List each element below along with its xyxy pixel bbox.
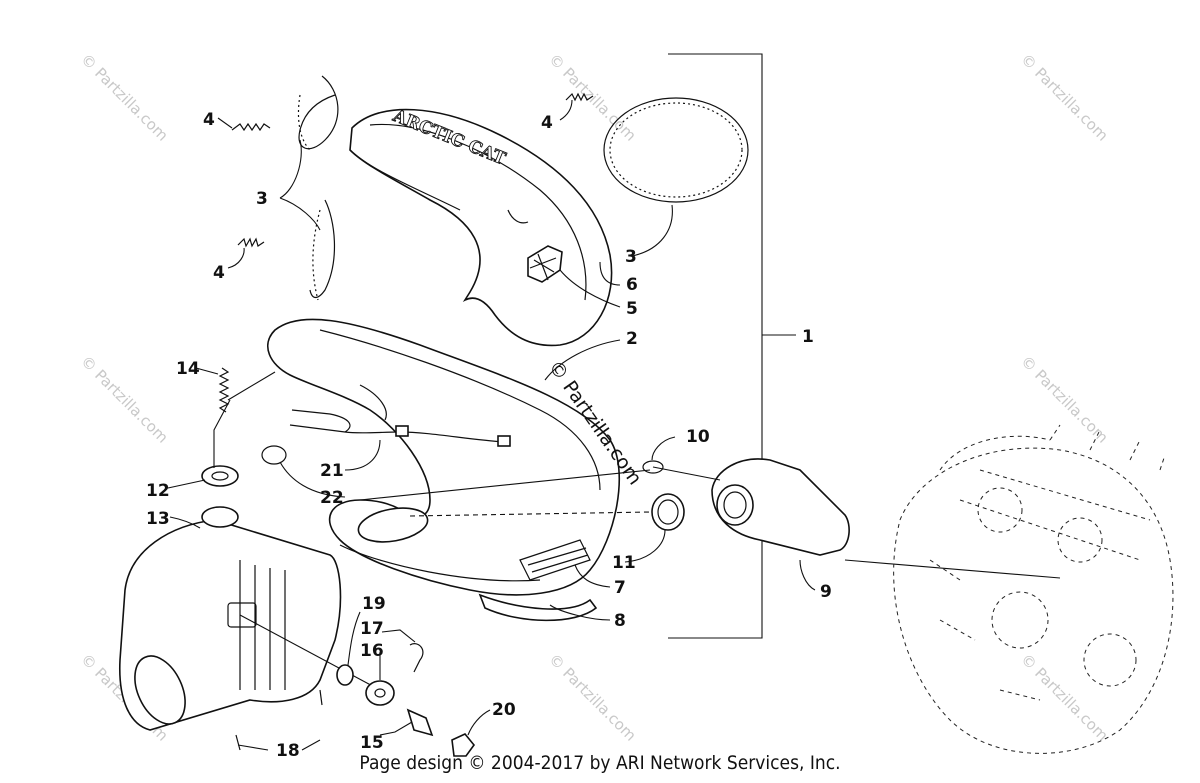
- lock-tab: [336, 664, 354, 686]
- grommet: [201, 465, 239, 487]
- nipple-fitting: [406, 708, 434, 737]
- callout-17: 17: [360, 619, 384, 639]
- spring: [565, 92, 594, 102]
- o-ring: [642, 460, 664, 474]
- callout-7: 7: [614, 578, 626, 598]
- callout-14: 14: [176, 359, 200, 379]
- callout-4-right: 4: [541, 113, 553, 133]
- leaders: [167, 99, 816, 751]
- spring: [218, 367, 230, 413]
- watermark: © Partzilla.com: [545, 650, 640, 745]
- mesh-guard: [519, 539, 591, 581]
- retaining-strap-ring: [603, 97, 749, 203]
- leader-line: [239, 614, 381, 691]
- decal-pattern: [529, 253, 557, 281]
- spring-clamp: [261, 445, 287, 465]
- sensor-wire: [291, 409, 351, 433]
- exhaust-manifold: [711, 458, 850, 556]
- callout-3-left: 3: [256, 189, 268, 209]
- alignment-line: [409, 511, 651, 517]
- callout-4-top: 4: [203, 110, 215, 130]
- rubber-washer: [365, 680, 395, 706]
- callout-6: 6: [626, 275, 638, 295]
- callout-22: 22: [320, 488, 344, 508]
- mesh-lines: [527, 547, 589, 573]
- strap-links: [297, 94, 311, 151]
- callout-11: 11: [612, 553, 636, 573]
- hex-nut: [451, 733, 476, 757]
- heat-shield: ARCTIC CAT: [349, 105, 613, 347]
- cotter-pin: [409, 643, 424, 673]
- callout-8: 8: [614, 611, 626, 631]
- sensor-plug: [395, 425, 409, 437]
- silencer: [119, 506, 342, 751]
- watermark: © Partzilla.com: [77, 352, 172, 447]
- alignment-line: [359, 466, 721, 501]
- spring: [231, 122, 271, 132]
- footer-copyright: Page design © 2004-2017 by ARI Network S…: [359, 752, 841, 774]
- alignment-line: [844, 559, 1061, 579]
- callout-20: 20: [492, 700, 516, 720]
- callout-21: 21: [320, 461, 344, 481]
- callout-12: 12: [146, 481, 170, 501]
- expansion-chamber: [266, 318, 621, 596]
- callout-4-lower: 4: [213, 263, 225, 283]
- exhaust-seal: [651, 493, 685, 531]
- callout-13: 13: [146, 509, 170, 529]
- callout-labels: 1 2 3 3 4 4 4 5 6 7 8 9 10 11 12 13 14 1…: [146, 110, 832, 761]
- callout-1: 1: [802, 327, 814, 347]
- spring: [237, 237, 265, 248]
- watermark: © Partzilla.com: [1017, 352, 1112, 447]
- lower-heat-shield: [478, 593, 598, 622]
- callout-19: 19: [362, 594, 386, 614]
- callout-5: 5: [626, 299, 638, 319]
- assembly-bracket: [668, 53, 763, 639]
- strap-links: [312, 209, 321, 301]
- callout-16: 16: [360, 641, 384, 661]
- retaining-strap: [309, 199, 335, 299]
- retaining-strap: [298, 75, 339, 150]
- watermark: © Partzilla.com: [545, 50, 640, 145]
- callout-10: 10: [686, 427, 710, 447]
- watermark: © Partzilla.com: [77, 50, 172, 145]
- seal-inner: [657, 499, 679, 525]
- engine-outline: [893, 424, 1174, 754]
- callout-15: 15: [360, 733, 384, 753]
- callout-2: 2: [626, 329, 638, 349]
- sensor-connector: [497, 435, 511, 447]
- callout-3-right: 3: [625, 247, 637, 267]
- strap-links: [609, 102, 743, 198]
- washer-hole: [374, 688, 386, 698]
- grommet-hole: [211, 471, 229, 481]
- callout-18: 18: [276, 741, 300, 761]
- watermark: © Partzilla.com: [1017, 50, 1112, 145]
- callout-9: 9: [820, 582, 832, 602]
